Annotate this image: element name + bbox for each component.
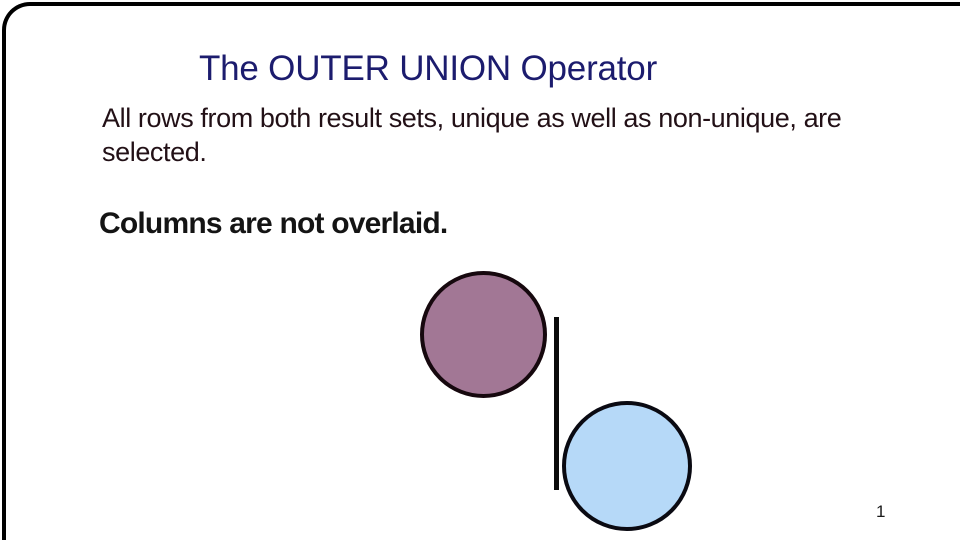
body-line-2: selected. (102, 137, 207, 167)
divider-line (554, 317, 559, 490)
body-paragraph: All rows from both result sets, unique a… (102, 101, 842, 169)
emphasis-text: Columns are not overlaid. (99, 207, 448, 240)
slide-title: The OUTER UNION Operator (198, 49, 658, 88)
top-circle (420, 271, 547, 398)
bottom-circle (562, 401, 692, 531)
body-line-1: All rows from both result sets, unique a… (102, 103, 842, 133)
page-number: 1 (876, 502, 886, 521)
